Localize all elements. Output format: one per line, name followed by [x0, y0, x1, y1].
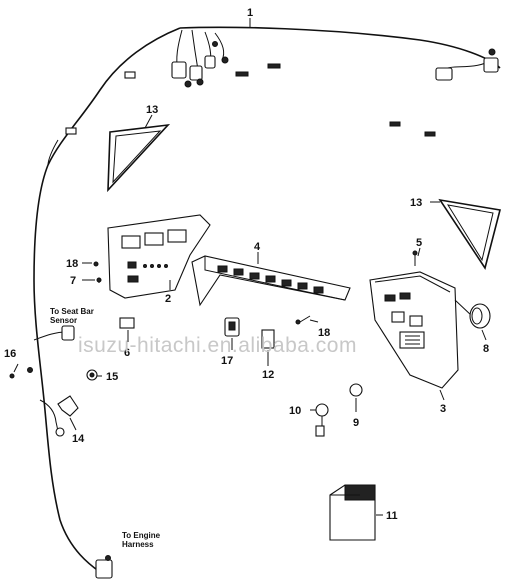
relay-box — [329, 484, 376, 541]
callout-6: 6 — [124, 347, 130, 359]
callout-15: 15 — [106, 371, 118, 383]
harness-notes: To Seat Bar Sensor To Engine Harness — [50, 307, 161, 549]
callout-2: 2 — [165, 293, 171, 305]
callout-7: 7 — [70, 275, 76, 287]
callout-18-left: 18 — [66, 258, 78, 270]
triangle-seal-right — [438, 198, 501, 270]
watermark: isuzu-hitachi.en.alibaba.com — [78, 334, 357, 357]
callout-labels: 1 2 3 4 5 5 6 7 8 9 10 11 12 13 13 14 15… — [4, 7, 489, 522]
callout-3: 3 — [440, 403, 446, 415]
nut — [349, 383, 363, 397]
screws — [9, 250, 418, 379]
callout-13-left: 13 — [146, 104, 158, 116]
note-engine-harness-line2: Harness — [122, 540, 154, 549]
callout-11: 11 — [386, 510, 398, 522]
callout-13-right: 13 — [410, 197, 422, 209]
key-switch — [315, 403, 329, 437]
wire-harness — [27, 26, 501, 579]
left-switch-panel — [107, 214, 211, 299]
callout-17: 17 — [221, 355, 233, 367]
rocker-switch — [224, 317, 240, 337]
knob — [469, 303, 491, 329]
part-6-block — [119, 317, 135, 329]
callout-18-right: 18 — [318, 327, 330, 339]
callout-14: 14 — [72, 433, 85, 445]
callout-10: 10 — [289, 405, 301, 417]
clip — [261, 329, 275, 349]
triangle-seal-left — [107, 123, 171, 193]
callout-9: 9 — [353, 417, 359, 429]
right-console — [369, 271, 473, 389]
callout-5-right: 5 — [416, 237, 422, 249]
note-engine-harness-line1: To Engine — [122, 531, 161, 540]
leader-lines — [13, 18, 487, 516]
bracket — [57, 395, 79, 417]
center-bracket — [191, 255, 351, 307]
callout-8: 8 — [483, 343, 489, 355]
note-seat-sensor-line1: To Seat Bar — [50, 307, 94, 316]
callout-1: 1 — [247, 7, 253, 19]
note-seat-sensor-line2: Sensor — [50, 316, 77, 325]
callout-12: 12 — [262, 369, 274, 381]
callout-16: 16 — [4, 348, 16, 360]
callout-4: 4 — [254, 241, 261, 253]
